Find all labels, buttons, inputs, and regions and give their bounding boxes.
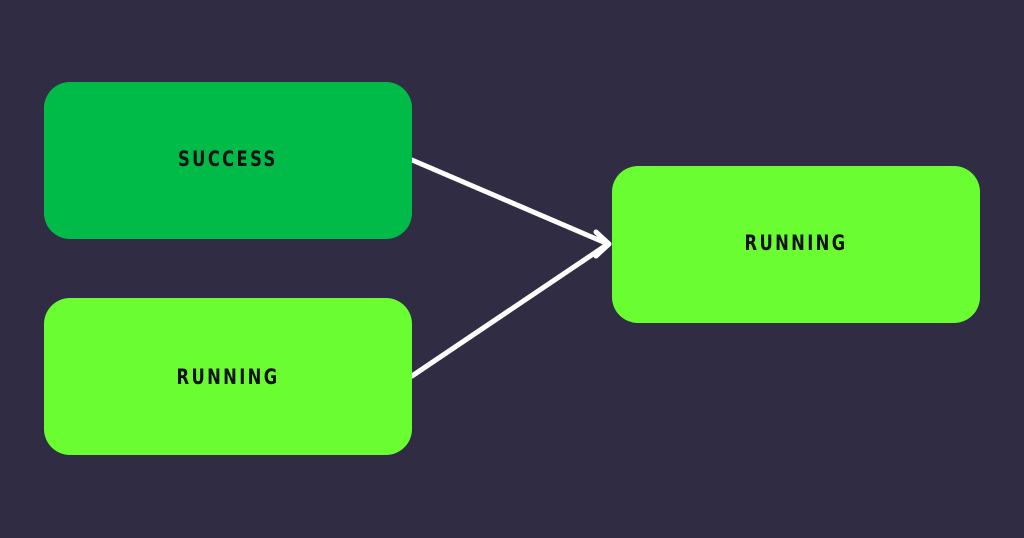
node-running-left-label: RUNNING <box>176 364 280 389</box>
node-success-label: SUCCESS <box>178 146 278 171</box>
node-running-right[interactable]: RUNNING <box>612 166 980 323</box>
arrowhead-icon <box>593 229 612 259</box>
node-running-right-label: RUNNING <box>744 230 848 255</box>
node-running-left[interactable]: RUNNING <box>44 298 412 455</box>
edge-running-to-running <box>409 241 611 379</box>
node-success[interactable]: SUCCESS <box>44 82 412 239</box>
edge-success-to-running <box>409 157 611 247</box>
